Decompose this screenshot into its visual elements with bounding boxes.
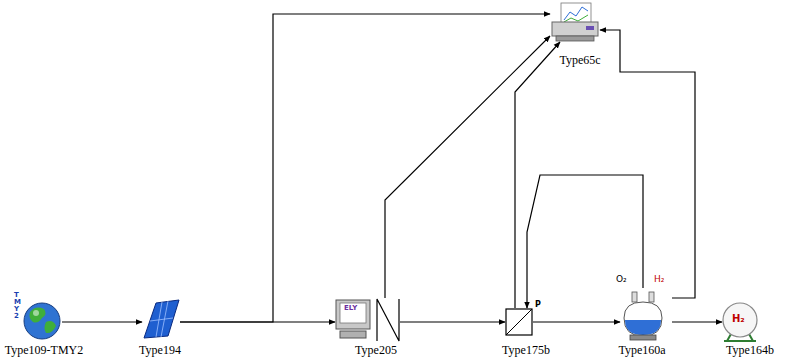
converter-icon [506,309,532,335]
component-name: Type65c [559,53,600,67]
component-node: Type194 [142,300,180,340]
icon-label: H₂ [654,275,664,285]
signal-connector [527,175,643,308]
icon-label: ELY [344,305,357,313]
signal-connector [180,14,550,322]
component-node: Type160a [620,288,672,341]
component-name: Type109-TMY2 [5,343,83,357]
signal-connector [600,30,695,298]
component-name: Type194 [139,343,181,357]
component-name: Type164b [726,343,774,357]
hydrogen-tank-icon [723,303,757,341]
electrolyzer-icon [624,292,662,340]
signal-connector [533,321,620,322]
component-name: Type160a [618,343,665,357]
signal-connector [385,36,550,298]
signal-connector [672,321,722,322]
pv-panel-icon [144,300,179,338]
icon-label: TMY2 [14,292,19,320]
weather-globe-icon [24,303,60,339]
icon-label: H₂ [732,313,745,324]
signal-connector [62,321,142,322]
signal-connector [400,321,505,322]
controller-icon [336,299,399,341]
component-name: Type205 [355,343,397,357]
icon-label: O₂ [616,275,627,285]
icon-label: P [535,301,541,310]
component-node: Type175b [505,308,533,336]
online-plotter-icon [552,3,598,41]
component-node: Type65c [550,2,600,42]
component-name: Type175b [502,343,550,357]
component-node: Type109-TMY2 [22,302,62,342]
